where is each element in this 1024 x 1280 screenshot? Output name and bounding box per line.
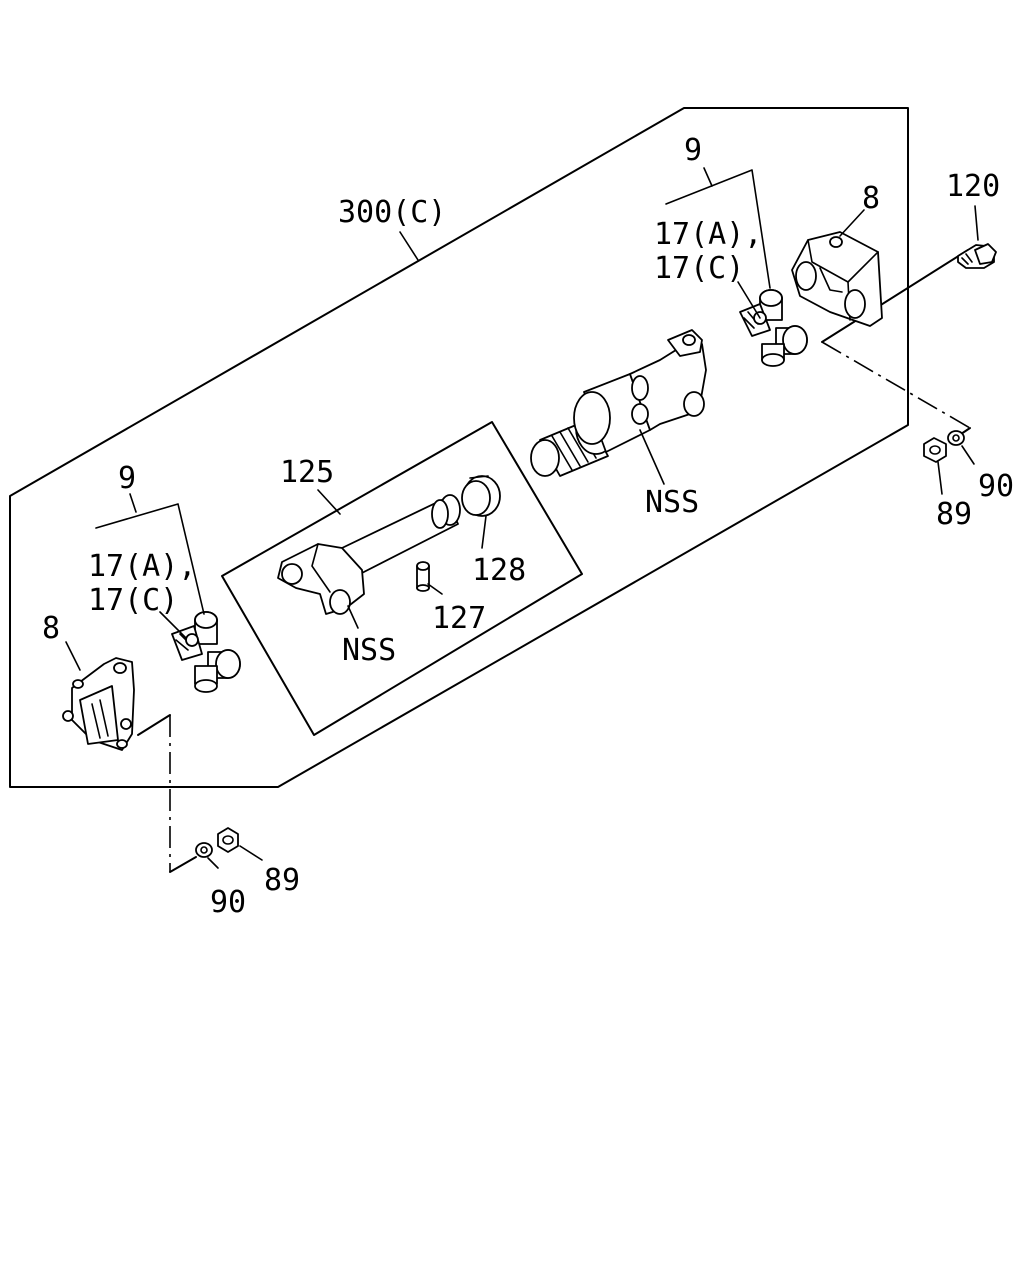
label-spider-kit-c-right: 17(C) [654, 251, 744, 286]
slip-yoke-assembly [530, 329, 707, 477]
left-washer [195, 842, 213, 858]
dust-cap [461, 475, 501, 517]
label-nut-right: 89 [936, 497, 972, 532]
flange-bolt [957, 243, 997, 269]
label-spline-yoke: 125 [280, 455, 334, 490]
center-line-left-tail [169, 856, 197, 873]
label-dust-cap: 128 [472, 553, 526, 588]
label-spider-kit-c-left: 17(C) [88, 583, 178, 618]
label-spider-kit-a-right: 17(A), [654, 217, 762, 252]
label-grease-fitting: 127 [432, 601, 486, 636]
label-spider-kit-a-left: 17(A), [88, 549, 196, 584]
label-washer-right: 90 [978, 469, 1014, 504]
center-line-left-stub [137, 714, 171, 736]
leader-lines [65, 167, 979, 869]
label-nss-slip-yoke: NSS [645, 485, 699, 520]
label-universal-joint-left: 9 [118, 461, 136, 496]
right-flange-yoke [791, 231, 883, 327]
label-flange-yoke-right: 8 [862, 181, 880, 216]
left-flange-yoke [62, 657, 135, 751]
center-line-right [821, 341, 971, 429]
left-nut [217, 827, 239, 853]
right-nut [923, 437, 947, 463]
left-spider-joint [171, 611, 241, 693]
label-washer-left: 90 [210, 885, 246, 920]
spline-yoke-shaft [277, 494, 461, 615]
label-flange-bolt: 120 [946, 169, 1000, 204]
grease-fitting [416, 561, 430, 592]
bolt-axis-line [821, 249, 969, 343]
label-universal-joint-right: 9 [684, 133, 702, 168]
label-nss-spline-yoke: NSS [342, 633, 396, 668]
assembly-outline [9, 107, 909, 788]
right-spider-joint [739, 289, 808, 367]
right-washer [947, 430, 965, 446]
label-nut-left: 89 [264, 863, 300, 898]
spline-yoke-group-box [221, 421, 583, 736]
label-assembly: 300(C) [338, 195, 446, 230]
label-flange-yoke-left: 8 [42, 611, 60, 646]
